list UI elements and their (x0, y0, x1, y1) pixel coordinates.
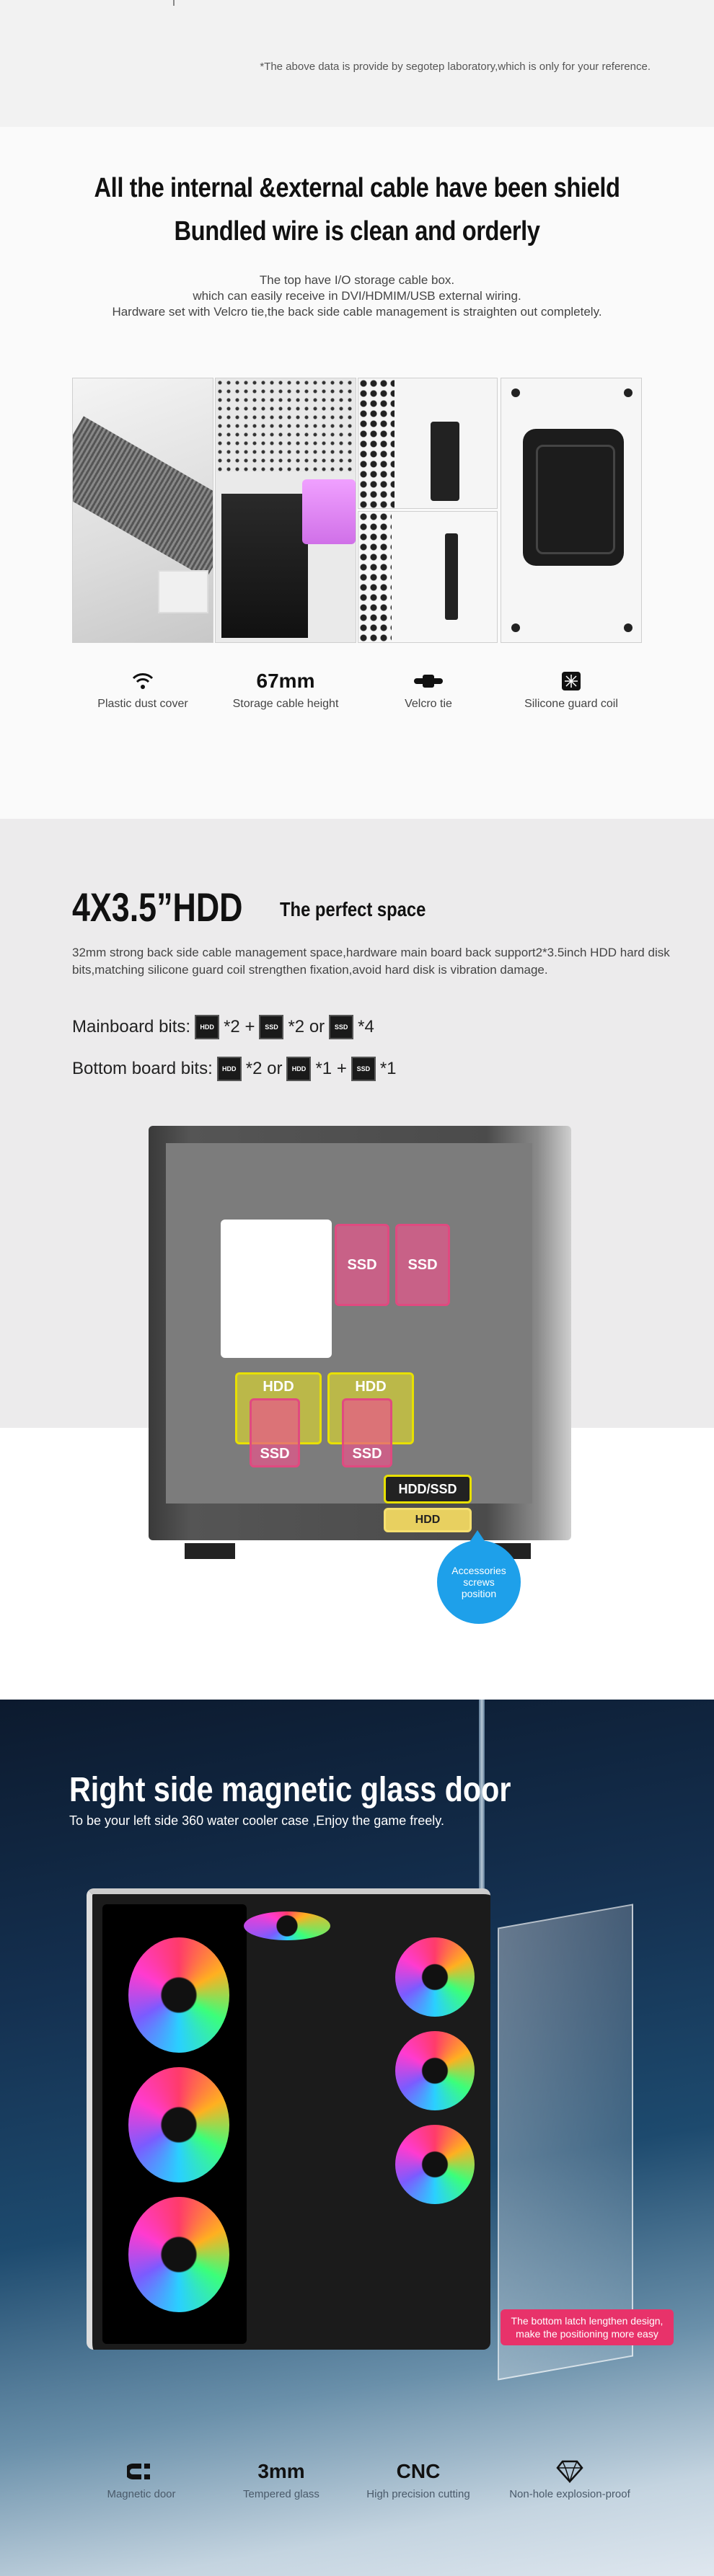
ssd-slot: SSD (342, 1398, 392, 1467)
rgb-fan (395, 2125, 475, 2204)
hdd-description: 32mm strong back side cable management s… (72, 946, 670, 977)
rgb-fan (395, 1937, 475, 2017)
ssd-chip-icon: SSD (259, 1015, 284, 1039)
feature-label: Silicone guard coil (524, 698, 618, 710)
feature-velcro-tie: Velcro tie (363, 669, 493, 711)
hdd-section: 4X3.5”HDD The perfect space 32mm strong … (0, 819, 714, 1700)
feature-value: CNC (396, 2460, 441, 2482)
feature-label: Plastic dust cover (97, 698, 188, 710)
ssd-chip-icon: SSD (329, 1015, 354, 1039)
feature-magnetic-door: Magnetic door (76, 2459, 206, 2500)
hdd-subtitle: The perfect space (280, 898, 426, 920)
feature-value: 67mm (256, 670, 315, 692)
magnet-icon (76, 2459, 206, 2484)
pc-case-photo (87, 1888, 490, 2350)
feature-label: Magnetic door (107, 2488, 176, 2500)
count-text: *2 + (224, 1017, 255, 1036)
dust-cover-photo (72, 378, 213, 643)
feature-label: High precision cutting (366, 2488, 470, 2500)
description-line1: The top have I/O storage cable box. (259, 273, 455, 287)
wifi-icon (78, 669, 208, 693)
count-text: *1 + (315, 1059, 347, 1078)
feature-cable-height: 67mm Storage cable height (221, 669, 351, 711)
support-pole (479, 1700, 485, 1945)
hdd-ssd-slot: HDD/SSD (384, 1475, 472, 1504)
glass-door-section: Right side magnetic glass door To be you… (0, 1700, 714, 2576)
ssd-chip-icon: SSD (351, 1057, 376, 1081)
rgb-fan (128, 2067, 229, 2182)
velcro-tie-icon (363, 669, 493, 693)
description-line2: which can easily receive in DVI/HDMIM/US… (193, 289, 521, 303)
count-text: *2 or (245, 1059, 283, 1078)
silicone-guard-photo (501, 378, 642, 643)
hdd-title: 4X3.5”HDD (72, 884, 243, 930)
rgb-fan (244, 1911, 330, 1940)
disclaimer-text: *The above data is provide by segotep la… (260, 61, 651, 73)
latch-note-badge: The bottom latch lengthen design, make t… (501, 2309, 674, 2345)
cpu-cutout (221, 1220, 332, 1358)
feature-tempered-glass: 3mm Tempered glass (216, 2459, 346, 2500)
rgb-fan (128, 2197, 229, 2312)
glass-door-title: Right side magnetic glass door (69, 1771, 511, 1809)
hdd-chip-icon: HDD (286, 1057, 312, 1081)
count-text: *1 (379, 1059, 397, 1078)
diamond-icon (505, 2459, 635, 2484)
divider (173, 0, 175, 6)
hdd-chip-icon: HDD (195, 1015, 220, 1039)
feature-label: Non-hole explosion-proof (509, 2488, 630, 2500)
bottom-board-bits: Bottom board bits: HDD *2 or HDD *1 + SS… (72, 1057, 397, 1081)
feature-cnc: CNC High precision cutting (353, 2459, 483, 2500)
feature-explosion-proof: Non-hole explosion-proof (505, 2459, 635, 2500)
feature-label: Velcro tie (405, 698, 452, 710)
count-text: *4 (358, 1017, 374, 1036)
velcro-tie-photo-bottom (358, 511, 498, 643)
silicone-coil-icon (506, 669, 636, 693)
feature-label: Tempered glass (243, 2488, 319, 2500)
feature-silicone-coil: Silicone guard coil (506, 669, 636, 711)
ssd-slot: SSD (335, 1224, 389, 1306)
hdd-bottom-slot: HDD (384, 1508, 472, 1532)
rgb-fan (128, 1937, 229, 2053)
bottom-bits-label: Bottom board bits: (72, 1059, 213, 1078)
rgb-fan (395, 2031, 475, 2110)
case-back-diagram: SSD SSD HDD HDD SSD SSD HDD/SSD HDD (149, 1126, 571, 1559)
mainboard-bits-label: Mainboard bits: (72, 1017, 191, 1036)
section-title-line1: All the internal &external cable have be… (94, 173, 620, 203)
feature-label: Storage cable height (232, 698, 339, 710)
section-title-line2: Bundled wire is clean and orderly (174, 216, 540, 247)
count-text: *2 or (288, 1017, 325, 1036)
glass-door-subtitle: To be your left side 360 water cooler ca… (69, 1813, 444, 1828)
mainboard-bits: Mainboard bits: HDD *2 + SSD *2 or SSD *… (72, 1015, 374, 1039)
velcro-tie-photo-top (358, 378, 498, 509)
hdd-chip-icon: HDD (216, 1057, 242, 1081)
accessories-screws-callout: Accessories screws position (437, 1530, 521, 1624)
disclaimer-section: *The above data is provide by segotep la… (0, 0, 714, 127)
ssd-slot: SSD (395, 1224, 450, 1306)
cable-management-section: All the internal &external cable have be… (0, 127, 714, 819)
description-line3: Hardware set with Velcro tie,the back si… (112, 305, 602, 319)
ssd-slot: SSD (250, 1398, 300, 1467)
feature-value: 3mm (257, 2460, 305, 2482)
feature-dust-cover: Plastic dust cover (78, 669, 208, 711)
io-cable-box-photo (215, 378, 356, 643)
